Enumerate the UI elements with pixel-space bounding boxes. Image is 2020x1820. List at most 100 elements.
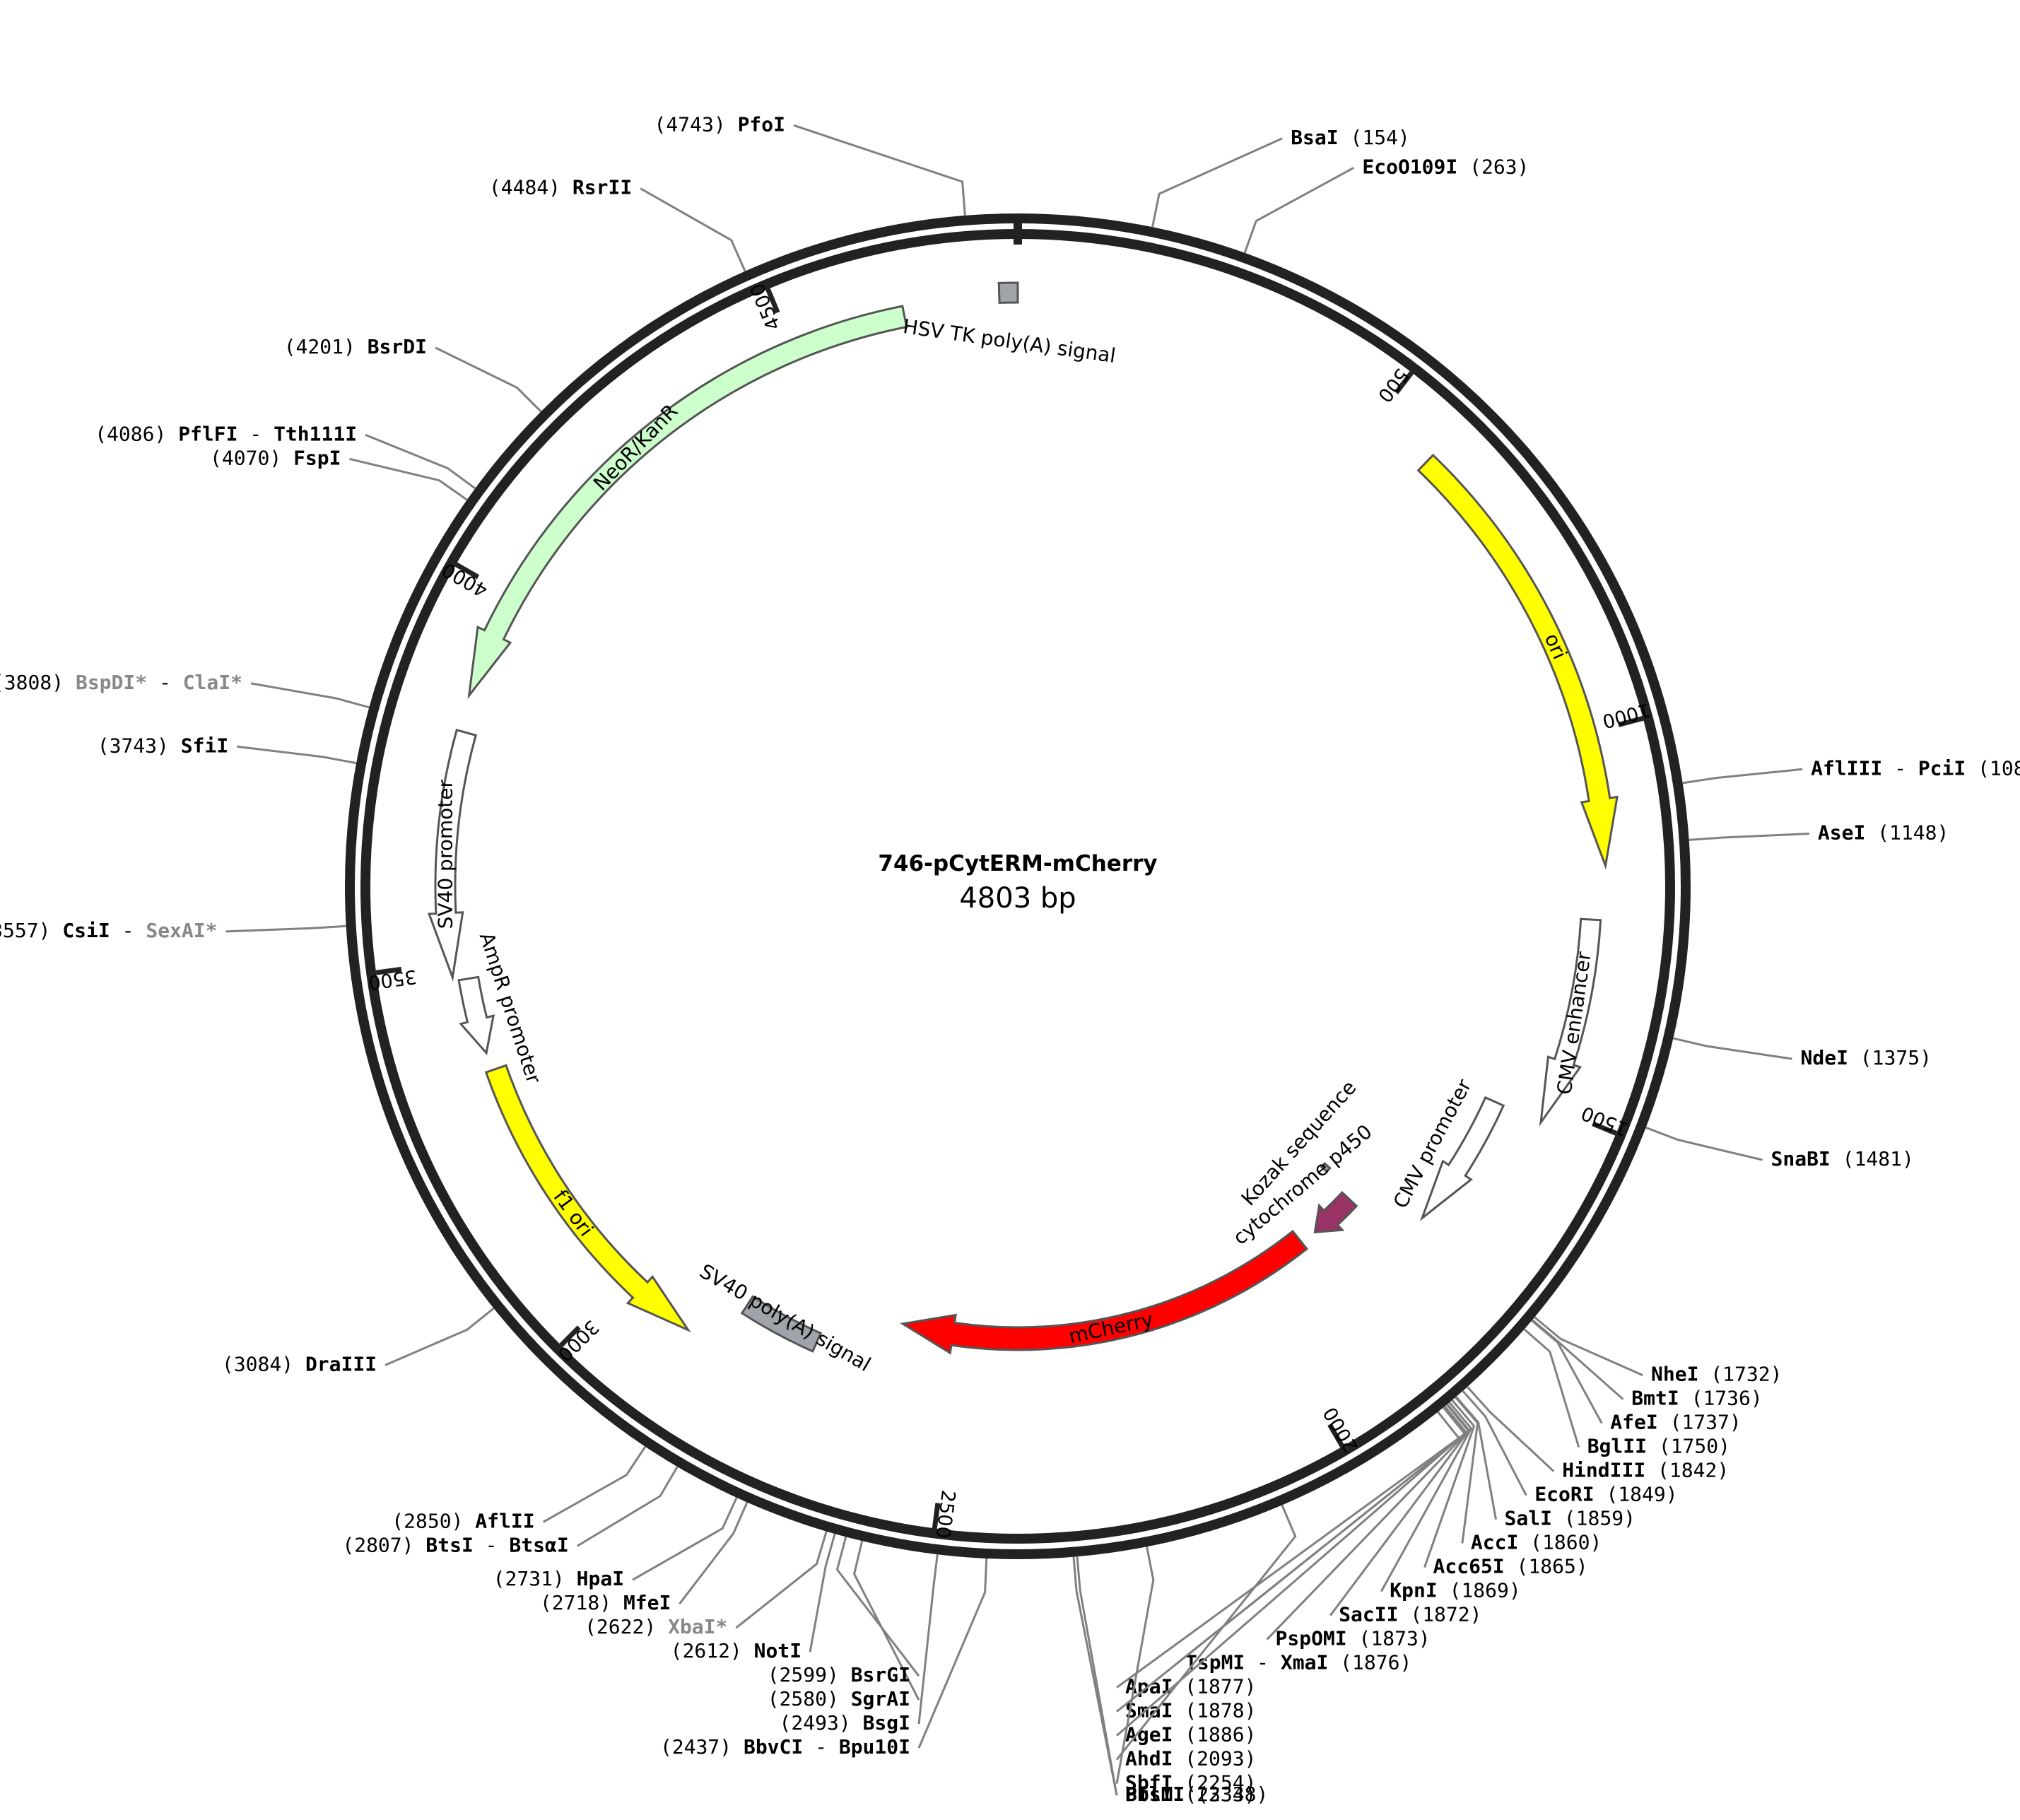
- feature-sv40-promoter[interactable]: [427, 728, 478, 982]
- site-label-part: BsrDI: [368, 335, 427, 358]
- site-leader-line: [435, 346, 542, 413]
- plasmid-length: 4803 bp: [959, 882, 1076, 915]
- site-label-part: MfeI: [623, 1591, 671, 1614]
- feature-hsv-tk-polya-signal[interactable]: [997, 281, 1019, 304]
- site-label-part: (4201): [284, 335, 368, 358]
- site-bspdi-clai[interactable]: (3808) BspDI* - ClaI*: [0, 671, 370, 709]
- site-label: (4070) FspI: [210, 446, 341, 469]
- site-pflfi-tth111i[interactable]: (4086) PflFI - Tth111I: [95, 422, 476, 490]
- site-label-part: FspI: [293, 446, 341, 469]
- site-bmti[interactable]: BmtI (1736): [1532, 1319, 1763, 1410]
- site-label-part: (1873): [1347, 1627, 1431, 1650]
- site-acci[interactable]: AccI (1860): [1455, 1397, 1602, 1554]
- site-label-part: (1737): [1658, 1411, 1742, 1434]
- site-smai[interactable]: SmaI (1878): [1116, 1407, 1467, 1722]
- site-leader-line: [679, 1501, 748, 1605]
- feature-cmv-enhancer[interactable]: [1539, 917, 1602, 1127]
- feature-cmv-promoter[interactable]: [1419, 1096, 1505, 1221]
- site-bsgi[interactable]: (2493) BsgI: [780, 1554, 939, 1734]
- map-center: 746-pCytERM-mCherry 4803 bp: [878, 851, 1157, 915]
- site-label-part: (2334): [1173, 1783, 1256, 1806]
- site-label-part: SnaBI: [1771, 1147, 1831, 1170]
- site-bsai[interactable]: BsaI (154): [1151, 126, 1410, 228]
- site-label: (2612) NotI: [671, 1639, 801, 1662]
- site-label-part: (1849): [1595, 1483, 1678, 1506]
- site-aflii[interactable]: (2850) AflII: [392, 1445, 647, 1533]
- site-kpni[interactable]: KpnI (1869): [1380, 1402, 1521, 1602]
- site-hindiii[interactable]: HindIII (1842): [1467, 1386, 1729, 1482]
- site-pspomi[interactable]: PspOMI (1873): [1266, 1404, 1470, 1650]
- site-label-part: AhdI: [1125, 1747, 1173, 1771]
- site-label: Acc65I (1865): [1433, 1555, 1588, 1578]
- site-ahdi[interactable]: AhdI (2093): [1115, 1504, 1297, 1771]
- site-csii-sexai[interactable]: (3557) CsiI - SexAI*: [0, 919, 346, 942]
- site-label-part: (263): [1457, 155, 1529, 178]
- feature-neor-kanr[interactable]: [467, 305, 908, 700]
- site-nhei[interactable]: NheI (1732): [1534, 1316, 1782, 1386]
- tick-3500: [375, 966, 402, 975]
- feature-f1-ori[interactable]: [484, 1064, 691, 1333]
- site-label-part: (1375): [1848, 1046, 1932, 1069]
- site-label: (2437) BbvCI - Bpu10I: [660, 1735, 910, 1759]
- feature-ampr-promoter[interactable]: [457, 975, 495, 1055]
- site-label-part: Tth111I: [274, 422, 357, 445]
- site-label-part: (1877): [1173, 1675, 1256, 1698]
- site-label: (4484) RsrII: [489, 176, 632, 199]
- site-mfei[interactable]: (2718) MfeI: [540, 1501, 748, 1615]
- site-label-part: NdeI: [1801, 1046, 1848, 1069]
- site-agei[interactable]: AgeI (1886): [1116, 1411, 1461, 1746]
- site-leader-line: [1115, 1546, 1155, 1784]
- site-label: BsaI (154): [1291, 126, 1410, 149]
- site-afei[interactable]: AfeI (1737): [1531, 1320, 1742, 1434]
- site-bsrdi[interactable]: (4201) BsrDI: [284, 335, 542, 413]
- site-ndei[interactable]: NdeI (1375): [1673, 1037, 1932, 1069]
- site-label: AccI (1860): [1471, 1531, 1602, 1554]
- tick-label-2000: 2000: [1320, 1403, 1363, 1456]
- site-ecori[interactable]: EcoRI (1849): [1462, 1390, 1678, 1506]
- site-pflmi[interactable]: PflMI (2338): [1072, 1556, 1268, 1806]
- site-label-part: (1842): [1645, 1459, 1729, 1482]
- site-label-part: (3084): [222, 1352, 305, 1375]
- site-bbvci-bpu10i[interactable]: (2437) BbvCI - Bpu10I: [660, 1558, 988, 1759]
- site-bbsi[interactable]: BbsI (2334): [1076, 1556, 1256, 1806]
- feature-ori[interactable]: [1416, 453, 1619, 870]
- site-bglii[interactable]: BglII (1750): [1523, 1328, 1730, 1458]
- site-sbfi[interactable]: SbfI (2254): [1115, 1546, 1256, 1795]
- site-noti[interactable]: (2612) NotI: [671, 1533, 836, 1662]
- feature-cytochrome-p450[interactable]: [1313, 1190, 1358, 1233]
- site-sgrai[interactable]: (2580) SgrAI: [768, 1540, 920, 1710]
- site-xbai[interactable]: (2622) XbaI*: [585, 1531, 828, 1639]
- tick-label-4000: 4000: [438, 558, 491, 601]
- site-label-part: (2493): [780, 1711, 863, 1734]
- site-sfii[interactable]: (3743) SfiI: [98, 734, 357, 765]
- site-label-part: AflII: [475, 1509, 534, 1532]
- site-label-part: -: [147, 671, 183, 694]
- site-label-part: -: [803, 1735, 839, 1759]
- site-afliii-pcii[interactable]: AflIII - PciI (1083): [1682, 756, 2020, 785]
- site-label-part: -: [474, 1533, 510, 1556]
- site-label-part: ClaI*: [183, 671, 242, 694]
- site-rsrii[interactable]: (4484) RsrII: [489, 176, 746, 272]
- site-pfoi[interactable]: (4743) PfoI: [654, 112, 966, 216]
- feature-mcherry[interactable]: [900, 1229, 1309, 1355]
- site-btsi-bts-i[interactable]: (2807) BtsI - BtsαI: [342, 1466, 679, 1556]
- site-acc65i[interactable]: Acc65I (1865): [1423, 1399, 1588, 1578]
- site-leader-line: [835, 1537, 920, 1677]
- site-hpai[interactable]: (2731) HpaI: [493, 1497, 738, 1590]
- site-label: SmaI (1878): [1125, 1699, 1256, 1722]
- site-fspi[interactable]: (4070) FspI: [210, 446, 468, 501]
- site-label-part: BsrGI: [851, 1663, 910, 1686]
- site-label-part: SexAI*: [146, 919, 217, 942]
- site-ecoo109i[interactable]: EcoO109I (263): [1243, 155, 1529, 254]
- site-asei[interactable]: AseI (1148): [1689, 821, 1949, 845]
- feature-kozak-sequence[interactable]: [1320, 1161, 1332, 1173]
- site-bsrgi[interactable]: (2599) BsrGI: [768, 1537, 920, 1686]
- site-snabi[interactable]: SnaBI (1481): [1645, 1126, 1914, 1170]
- feature-sv40-polya-signal[interactable]: [740, 1295, 823, 1353]
- site-label-part: (1865): [1505, 1555, 1588, 1578]
- site-leader-line: [1645, 1126, 1763, 1161]
- site-draiii[interactable]: (3084) DraIII: [222, 1307, 495, 1375]
- site-sali[interactable]: SalI (1859): [1455, 1396, 1636, 1530]
- site-label-part: NotI: [754, 1639, 801, 1662]
